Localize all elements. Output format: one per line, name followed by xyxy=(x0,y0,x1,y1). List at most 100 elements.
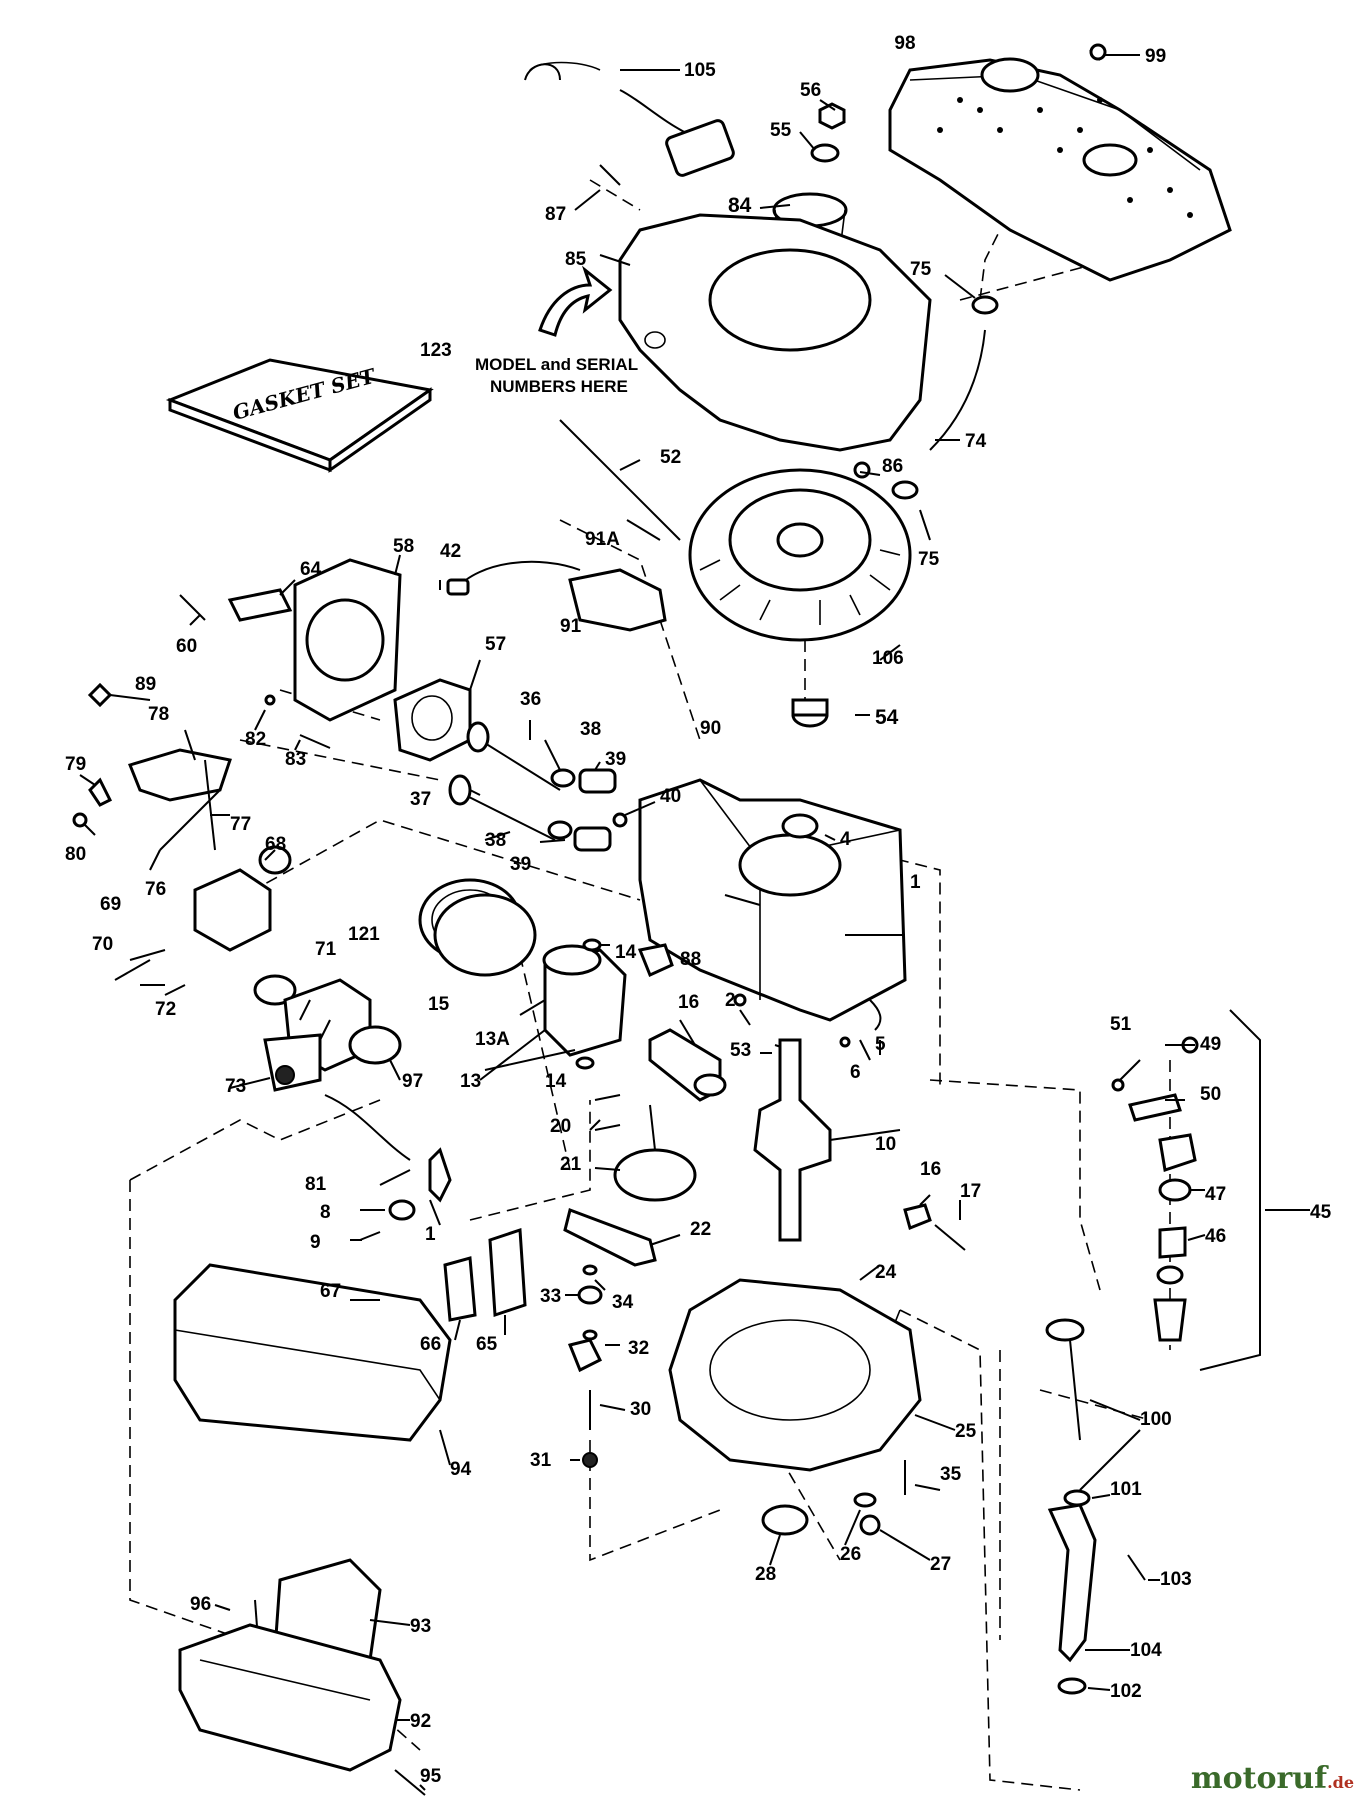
callout-102: 102 xyxy=(1110,1681,1142,1702)
callout-42: 42 xyxy=(440,541,461,562)
callout-91A: 91A xyxy=(585,529,620,550)
callout-49: 49 xyxy=(1200,1034,1221,1055)
callout-101: 101 xyxy=(1110,1479,1142,1500)
watermark-main: motoruf xyxy=(1190,1761,1328,1796)
callout-32: 32 xyxy=(628,1338,649,1359)
callout-1: 1 xyxy=(910,872,921,893)
callout-79: 79 xyxy=(65,754,86,775)
callout-5: 5 xyxy=(875,1034,886,1055)
callout-82: 82 xyxy=(245,729,266,750)
callout-65: 65 xyxy=(476,1334,498,1355)
callout-60: 60 xyxy=(176,636,197,657)
callout-38-bottom: 38 xyxy=(485,830,506,851)
callout-103: 103 xyxy=(1160,1569,1192,1590)
callout-97: 97 xyxy=(402,1071,423,1092)
callout-33: 33 xyxy=(540,1286,561,1307)
callout-2: 2 xyxy=(725,990,736,1011)
callout-99: 99 xyxy=(1145,46,1166,67)
callout-36: 36 xyxy=(520,689,541,710)
callout-14-top: 14 xyxy=(615,942,637,963)
callout-75-bottom: 75 xyxy=(918,549,940,570)
callout-40: 40 xyxy=(660,786,681,807)
callout-54: 54 xyxy=(875,706,899,729)
foam-texture xyxy=(937,97,1193,218)
callout-71: 71 xyxy=(315,939,337,960)
callout-31: 31 xyxy=(530,1450,552,1471)
callout-56: 56 xyxy=(800,80,821,101)
callout-38-top: 38 xyxy=(580,719,601,740)
callout-95: 95 xyxy=(420,1766,442,1787)
callout-86: 86 xyxy=(882,456,903,477)
callout-93: 93 xyxy=(410,1616,431,1637)
callout-20: 20 xyxy=(550,1116,571,1137)
callout-91: 91 xyxy=(560,616,582,637)
callout-53: 53 xyxy=(730,1040,751,1061)
callout-105: 105 xyxy=(684,60,716,81)
callout-28: 28 xyxy=(755,1564,776,1585)
callout-84: 84 xyxy=(728,194,752,217)
callout-16-top: 16 xyxy=(678,992,699,1013)
callout-6: 6 xyxy=(850,1062,861,1083)
callout-4: 4 xyxy=(840,829,851,850)
callout-87: 87 xyxy=(545,204,566,225)
callout-94: 94 xyxy=(450,1459,472,1480)
callout-90: 90 xyxy=(700,718,721,739)
callout-77: 77 xyxy=(230,814,251,835)
callout-72: 72 xyxy=(155,999,176,1020)
callout-85: 85 xyxy=(565,249,587,270)
leader-lines xyxy=(79,54,1310,1791)
callout-26: 26 xyxy=(840,1544,861,1565)
model-serial-note-line2: NUMBERS HERE xyxy=(490,377,628,396)
callout-39-bottom: 39 xyxy=(510,854,531,875)
callout-121: 121 xyxy=(348,924,380,945)
parts-artwork: GASKET SET MODEL and SERIAL NUMBERS HERE xyxy=(72,43,1261,1796)
callout-66: 66 xyxy=(420,1334,441,1355)
callout-64: 64 xyxy=(300,559,322,580)
callout-51: 51 xyxy=(1110,1014,1132,1035)
watermark-suffix: .de xyxy=(1327,1773,1354,1792)
callout-22: 22 xyxy=(690,1219,711,1240)
callout-21: 21 xyxy=(560,1154,582,1175)
callout-35: 35 xyxy=(940,1464,962,1485)
callout-104: 104 xyxy=(1130,1640,1162,1661)
callout-100: 100 xyxy=(1140,1409,1172,1430)
callout-55: 55 xyxy=(770,120,792,141)
callout-13A: 13A xyxy=(475,1029,510,1050)
callout-52: 52 xyxy=(660,447,681,468)
gasket-set-box: GASKET SET xyxy=(165,358,434,473)
callout-39-top: 39 xyxy=(605,749,626,770)
callout-57: 57 xyxy=(485,634,506,655)
callout-106: 106 xyxy=(872,648,904,669)
watermark-logo: motoruf.de xyxy=(1191,1761,1354,1796)
callout-16-bottom: 16 xyxy=(920,1159,941,1180)
callout-89: 89 xyxy=(135,674,156,695)
callout-67: 67 xyxy=(320,1281,341,1302)
callout-45: 45 xyxy=(1310,1202,1332,1223)
callout-24: 24 xyxy=(875,1262,897,1283)
callout-13: 13 xyxy=(460,1071,481,1092)
callout-75-top: 75 xyxy=(910,259,932,280)
callout-80: 80 xyxy=(65,844,86,865)
callout-10: 10 xyxy=(875,1134,896,1155)
callout-14-bottom: 14 xyxy=(545,1071,567,1092)
callout-78: 78 xyxy=(148,704,169,725)
callout-88: 88 xyxy=(680,949,701,970)
callout-15: 15 xyxy=(428,994,450,1015)
callout-58: 58 xyxy=(393,536,414,557)
callout-123: 123 xyxy=(420,340,452,361)
callout-7: 1 xyxy=(425,1224,436,1245)
callout-92: 92 xyxy=(410,1711,431,1732)
callout-73: 73 xyxy=(225,1076,246,1097)
callout-17: 17 xyxy=(960,1181,981,1202)
callout-9: 9 xyxy=(310,1232,321,1253)
callout-8: 8 xyxy=(320,1202,331,1223)
callout-46: 46 xyxy=(1205,1226,1226,1247)
callout-98: 98 xyxy=(894,33,915,54)
callout-70: 70 xyxy=(92,934,113,955)
callout-47: 47 xyxy=(1205,1184,1226,1205)
callout-25: 25 xyxy=(955,1421,977,1442)
callout-83: 83 xyxy=(285,749,306,770)
callout-labels: 98 99 105 56 55 87 84 85 75 123 74 52 86… xyxy=(65,33,1332,1787)
callout-27: 27 xyxy=(930,1554,951,1575)
